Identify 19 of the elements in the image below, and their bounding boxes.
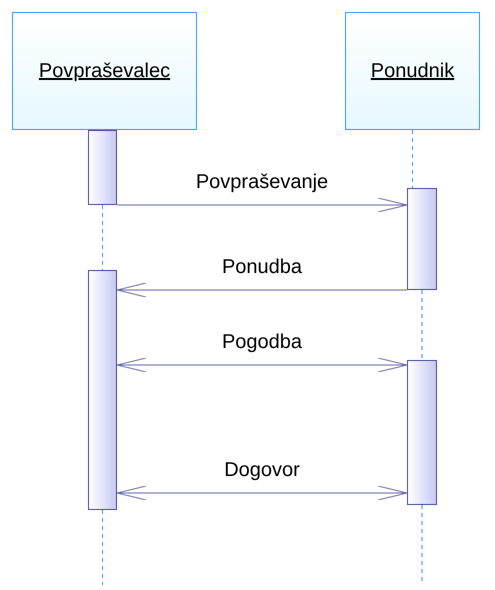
edge-label: Ponudba <box>222 256 302 279</box>
activation-bar <box>88 270 117 510</box>
lifeline-header-box <box>345 12 480 130</box>
lifeline <box>102 204 103 270</box>
activation-bar <box>407 360 437 505</box>
lifeline-header-box <box>12 12 197 130</box>
message-arrow <box>116 198 408 212</box>
edge-label: Povpraševanje <box>196 171 328 194</box>
edge-label: Dogovor <box>224 459 300 482</box>
message-arrow <box>116 358 408 372</box>
edge-label: Pogodba <box>222 331 302 354</box>
lifeline <box>412 130 413 188</box>
participant-name: Ponudnik <box>370 60 454 82</box>
participant-name: Povpraševalec <box>38 60 170 82</box>
message-arrow <box>116 486 408 500</box>
activation-bar <box>88 130 117 205</box>
message-arrow <box>116 282 408 298</box>
activation-bar <box>407 188 437 290</box>
lifeline <box>102 510 103 586</box>
